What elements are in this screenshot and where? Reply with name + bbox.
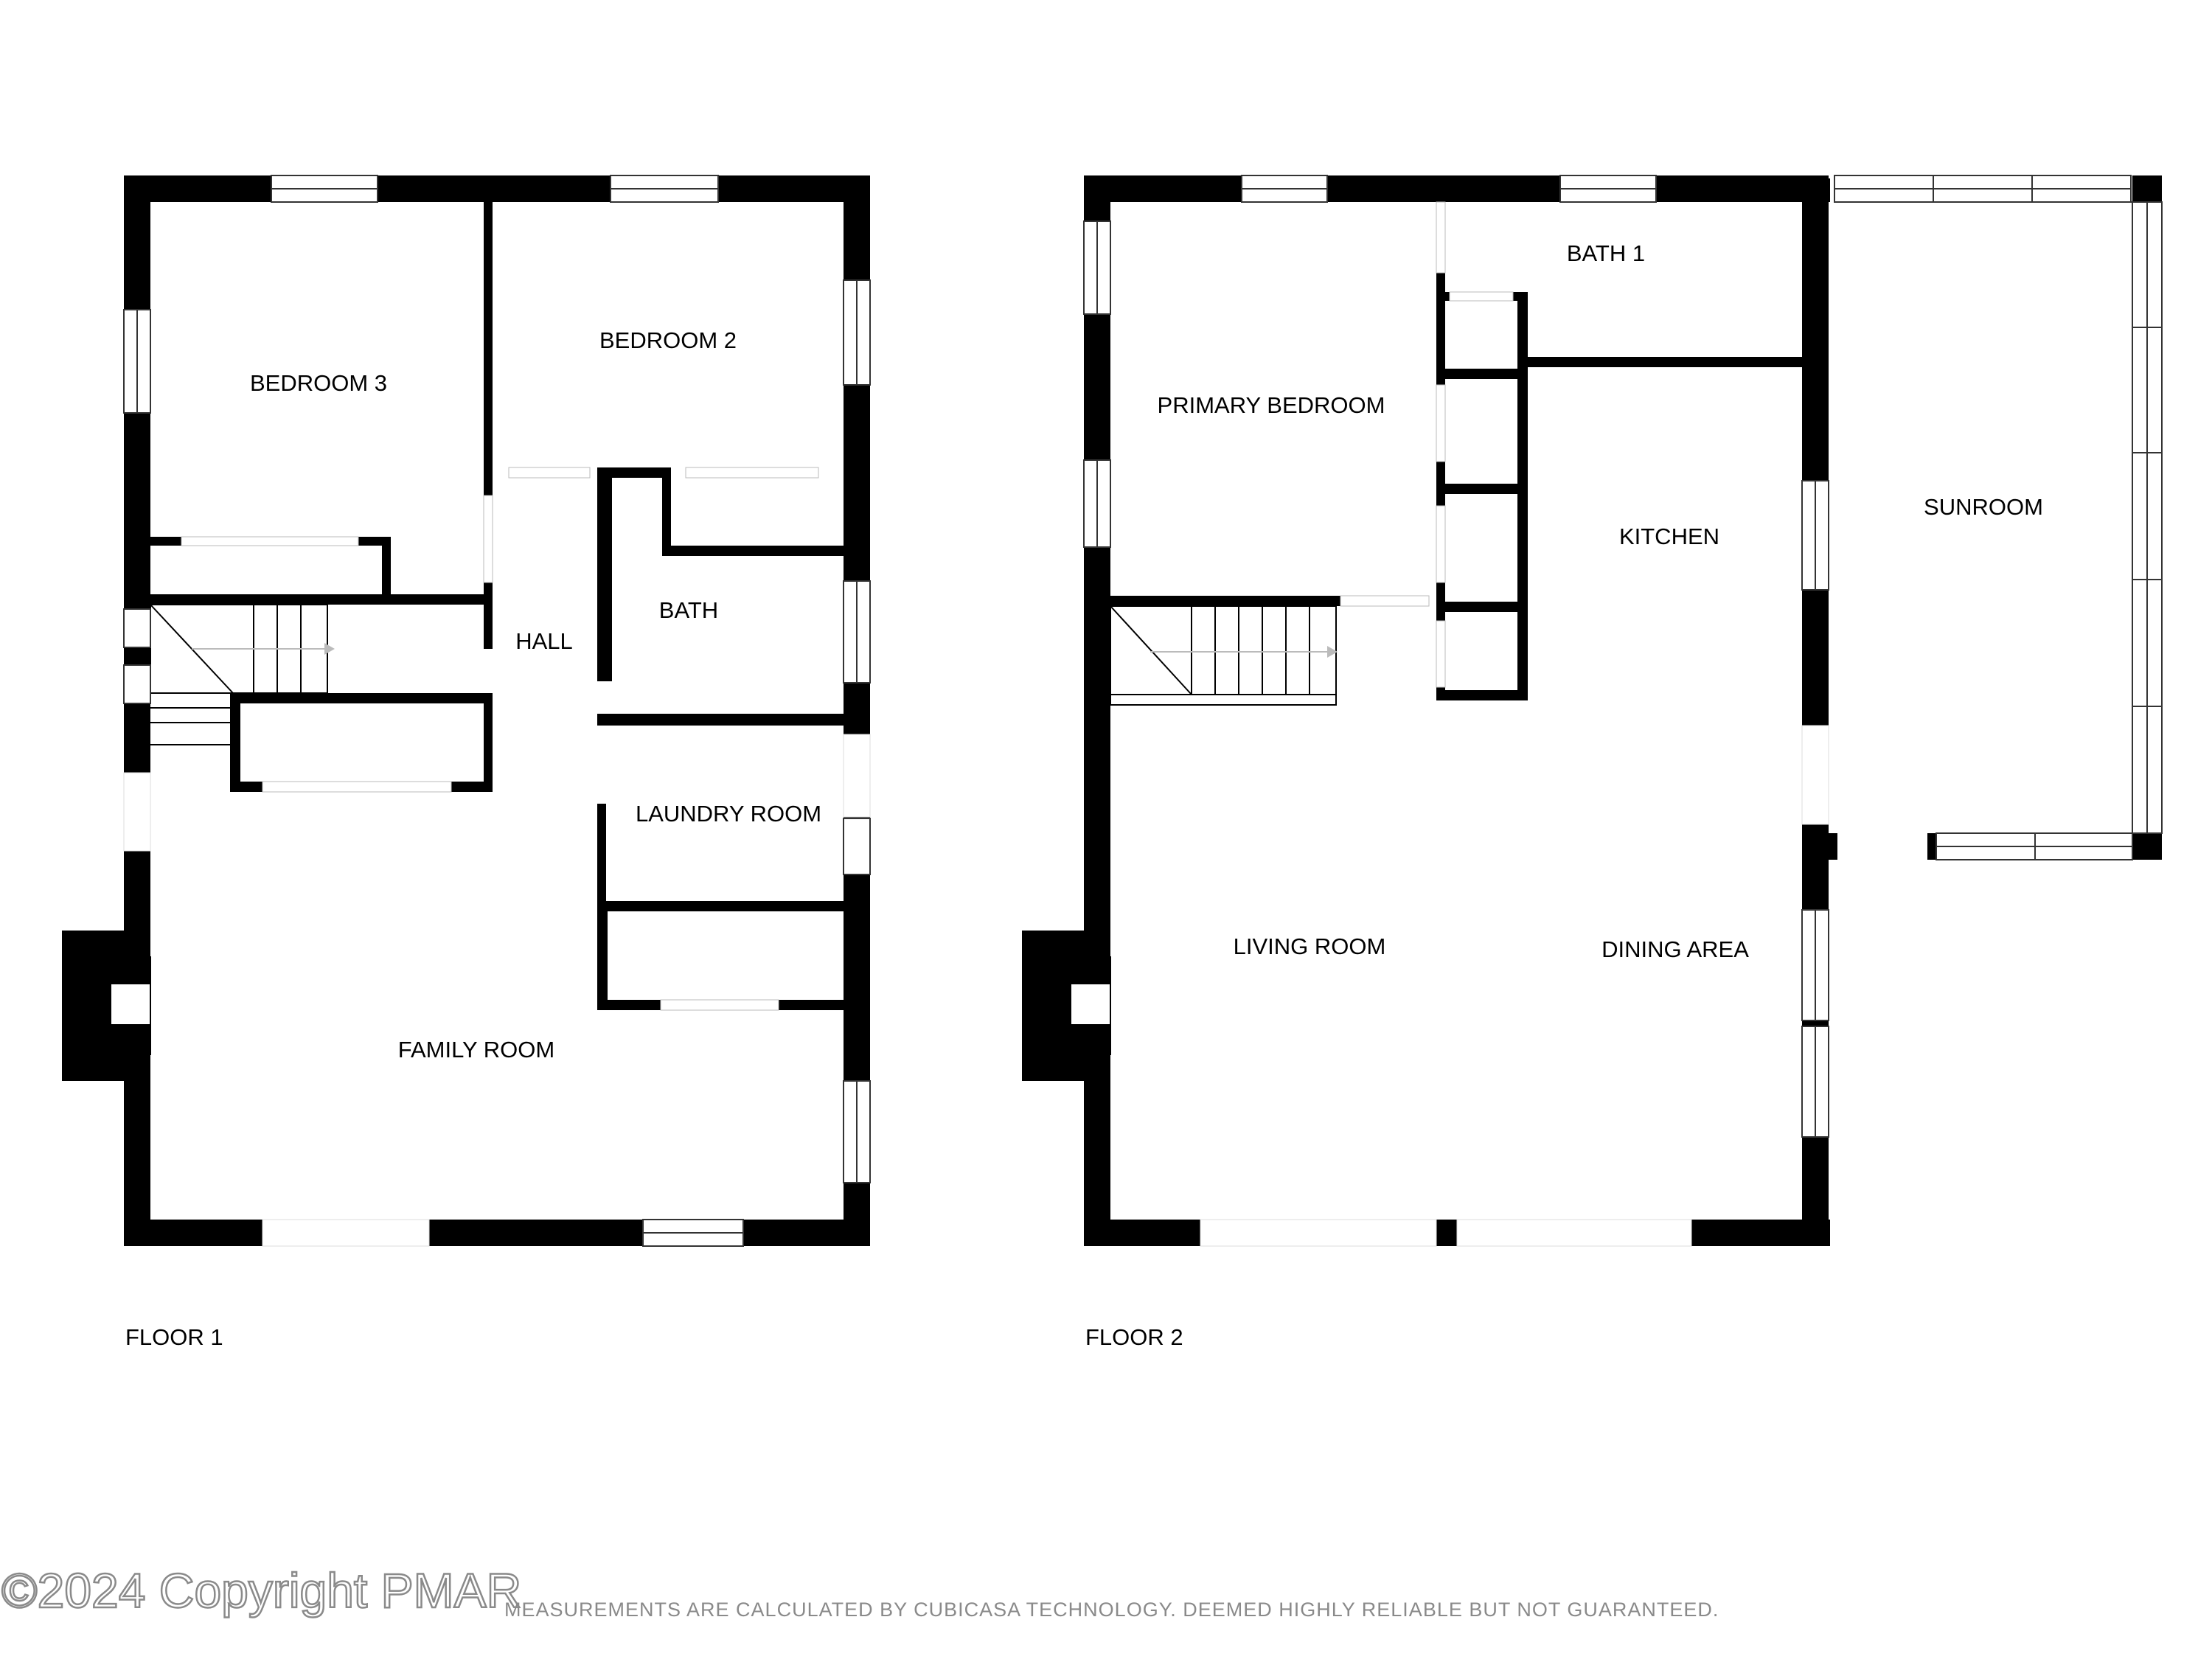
room-label-family-room: FAMILY ROOM [398,1037,554,1062]
measurement-disclaimer: MEASUREMENTS ARE CALCULATED BY CUBICASA … [504,1599,1719,1621]
floor-2-interior-walls [1110,273,1802,700]
floor-1-stairs [150,604,335,745]
floor-1-label: FLOOR 1 [125,1324,223,1350]
room-label-bedroom-3: BEDROOM 3 [250,370,387,396]
floor-2-plan: PRIMARY BEDROOM BATH 1 KITCHEN SUNROOM L… [1022,175,2163,1350]
floor-1-openings [123,467,871,1247]
floor-1-fireplace [62,931,151,1081]
floor-1-windows [123,175,871,1247]
floor-2-exterior-walls [1084,175,2162,1246]
room-label-hall: HALL [515,628,573,654]
room-label-living-room: LIVING ROOM [1234,933,1386,959]
floor-1-plan: BEDROOM 3 BEDROOM 2 HALL BATH LAUNDRY RO… [62,175,871,1350]
room-label-primary-bedroom: PRIMARY BEDROOM [1158,392,1385,418]
room-label-kitchen: KITCHEN [1619,524,1719,549]
copyright-watermark: ©2024 Copyright PMAR [1,1563,521,1618]
floor-2-stairs [1110,605,1338,706]
floor-2-openings [1200,201,1926,1247]
room-label-bath: BATH [659,597,718,623]
floor-2-fireplace [1022,931,1111,1081]
room-label-laundry-room: LAUNDRY ROOM [636,801,821,827]
floor-2-windows [1083,175,2163,1138]
room-label-bedroom-2: BEDROOM 2 [599,327,737,353]
floor-2-label: FLOOR 2 [1085,1324,1183,1350]
room-label-bath-1: BATH 1 [1567,240,1645,266]
room-label-dining-area: DINING AREA [1601,936,1749,962]
room-label-sunroom: SUNROOM [1924,494,2043,520]
